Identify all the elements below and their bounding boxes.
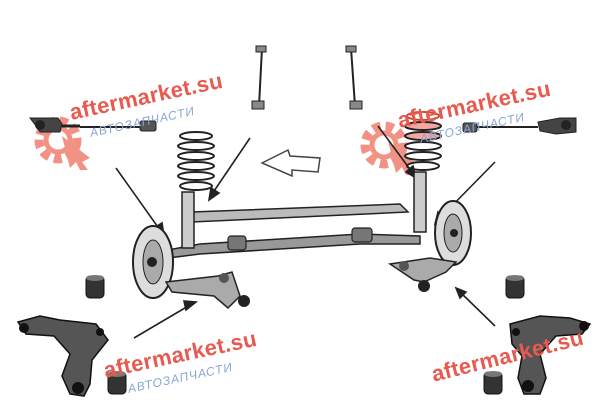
tie-rod-end-icon	[462, 117, 577, 135]
control-arm-icon	[164, 271, 250, 310]
stabilizer-link-icon	[251, 45, 267, 110]
bushing-icon	[505, 275, 525, 299]
subframe	[167, 203, 421, 259]
coil-spring-icon	[404, 111, 442, 171]
left-hub-assembly	[132, 191, 195, 299]
right-hub-assembly	[413, 171, 472, 266]
control-arm-icon	[387, 257, 458, 292]
direction-arrow-icon	[260, 148, 321, 178]
coil-spring-icon	[177, 131, 215, 191]
control-arm-icon	[509, 315, 592, 395]
bushing-icon	[107, 371, 127, 395]
bushing-icon	[85, 275, 105, 299]
tie-rod-end-icon	[29, 117, 157, 133]
bushing-icon	[483, 371, 503, 395]
control-arm-icon	[16, 315, 109, 397]
stabilizer-link-icon	[345, 45, 363, 110]
